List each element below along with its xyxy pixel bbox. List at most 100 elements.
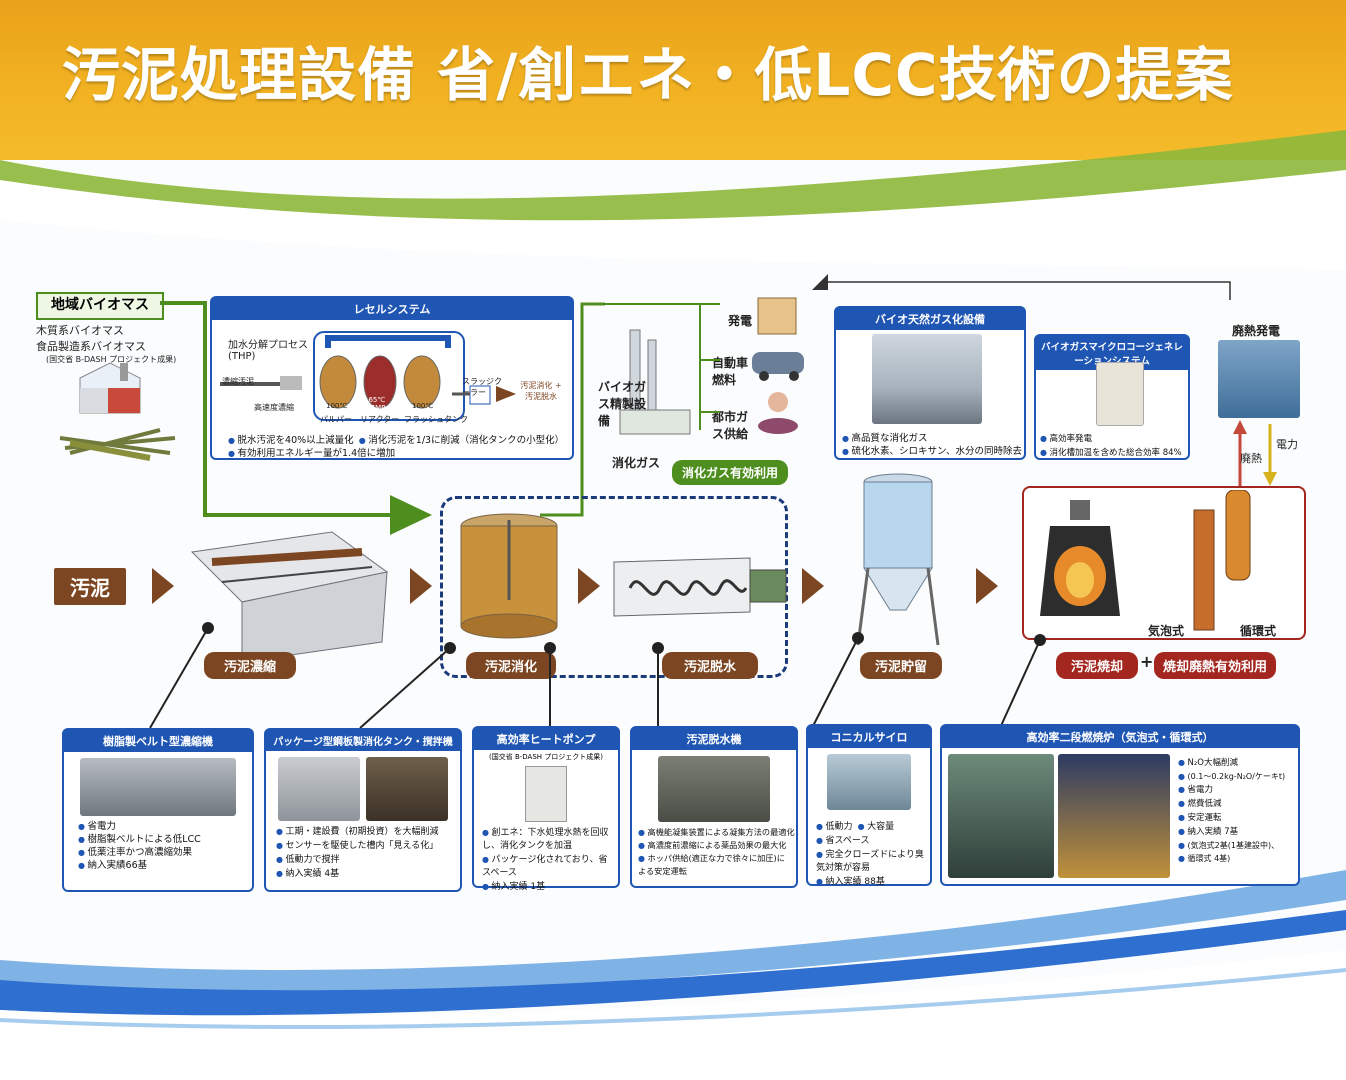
card-bullets: N₂O大幅削減 (0.1〜0.2kg-N₂O/ケーキt) 省電力 燃費低減 安定… [1178,756,1286,865]
card-bullet: 燃費低減 [1178,797,1285,811]
card-bullet: 低動力で撹拌 [276,853,460,867]
waste-heat-arrows [1233,420,1277,486]
store-tag: 汚泥貯留 [860,652,942,679]
card-heat-pump: 高効率ヒートポンプ (国交省 B-DASH プロジェクト成果) 創エネ：下水処理… [472,726,620,892]
card-bullet: 納入実績 4基 [276,867,460,881]
card-bullet: 納入実績 7基 [1178,825,1285,839]
cogen-bullet: 高効率発電 [1040,432,1182,446]
digestion-tank-illustration [460,513,558,639]
card-title: 汚泥脱水機 [632,728,796,750]
biomass-note: (国交省 B-DASH プロジェクト成果) [46,355,177,364]
card-bullet: 樹脂製ベルトによる低LCC [78,833,252,846]
bubble-label: 気泡式 [1148,624,1185,638]
card-bullet: 省スペース [816,834,930,848]
lessel-output: 汚泥消化 + 汚泥脱水 [520,381,562,401]
card-title: 高効率二段燃焼炉（気泡式・循環式） [942,726,1298,748]
card-dewater-machine: 汚泥脱水機 高機能凝集装置による凝集方法の最適化 高濃度前濃縮による薬品効果の最… [630,726,798,888]
card-bullet: 大容量 [858,820,894,834]
heat-use-tag: 焼却廃熱有効利用 [1154,652,1276,679]
card-photos [266,757,460,821]
card-photo [948,754,1054,878]
digest-gas-label: 消化ガス [612,456,661,470]
natgas-title: バイオ天然ガス化設備 [836,308,1024,330]
card-bullet: 低動力 [816,820,853,834]
card-two-stage-furnace: 高効率二段燃焼炉（気泡式・循環式） N₂O大幅削減 (0.1〜0.2kg-N₂O… [940,724,1300,886]
waste-heat-label: 廃熱 [1240,452,1262,465]
card-title: 樹脂製ベルト型濃縮機 [64,730,252,752]
lessel-bullet: 脱水汚泥を40%以上減量化 [228,434,354,447]
gas-refinery-illustration [619,329,691,435]
natgas-bullets: 高品質な消化ガス 硫化水素、シロキサン、水分の同時除去 [842,432,1022,458]
cogen-bullets: 高効率発電 消化槽加温を含めた総合効率 84% [1040,432,1182,460]
thicken-tag: 汚泥濃縮 [204,652,296,679]
card-note: (0.1〜0.2kg-N₂O/ケーキt) [1178,770,1286,783]
gas-effective-tag: 消化ガス有効利用 [672,460,788,485]
card-photo [658,756,770,822]
card-bullets: 高機能凝集装置による凝集方法の最適化 高濃度前濃縮による薬品効果の最大化 ホッパ… [632,826,796,878]
card-digest-tank: パッケージ型鋼板製消化タンク・撹拌機 工期・建設費（初期投資）を大幅削減 センサ… [264,728,462,892]
flow-arrow-icon [976,568,998,604]
temp-label: 165℃ 0.7MPa [364,396,390,412]
card-note: (気泡式2基(1基建設中)、 [1178,839,1285,852]
electricity-label: 電力 [1276,438,1298,451]
incinerate-tag: 汚泥焼却 [1056,652,1138,679]
card-photo [278,757,360,821]
card-belt-thickener: 樹脂製ベルト型濃縮機 省電力 樹脂製ベルトによる低LCC 低薬注率かつ高濃縮効果… [62,728,254,892]
power-label: 発電 [728,314,753,328]
biomass-list: 木質系バイオマス 食品製造系バイオマス (国交省 B-DASH プロジェクト成果… [36,322,176,365]
card-bullet: 省電力 [78,820,252,833]
natgas-photo [872,334,982,424]
sludge-tag: 汚泥 [54,568,126,605]
gas-use-icons [752,297,804,434]
circulating-label: 循環式 [1240,624,1277,638]
lessel-bullet: 消化汚泥を1/3に削減（消化タンクの小型化） [359,434,564,447]
biomass-item: 木質系バイオマス [36,324,124,337]
thp-label: 加水分解プロセス(THP) [228,340,308,362]
biomass-label: 地域バイオマス [36,292,164,320]
card-bullet: 低薬注率かつ高濃縮効果 [78,846,252,859]
card-photo [80,758,236,816]
flow-arrow-icon [152,568,174,604]
card-bullet: 完全クローズドにより臭気対策が容易 [816,848,924,875]
card-conical-silo: コニカルサイロ 低動力 大容量 省スペース 完全クローズドにより臭気対策が容易 … [806,724,932,889]
stage-label: 高速度濃縮 [254,403,294,412]
card-title: パッケージ型鋼板製消化タンク・撹拌機 [266,730,460,751]
card-title: 高効率ヒートポンプ [474,728,618,750]
dewatering-machine-illustration [613,557,787,617]
circulating-furnace-illustration [1193,490,1251,631]
bubble-furnace-illustration [1040,500,1120,616]
digest-tag: 汚泥消化 [466,652,556,679]
lessel-title: レセルシステム [212,298,572,320]
card-photo [827,754,911,810]
city-gas-label: 都市ガス供給 [712,410,749,441]
biomass-item: 食品製造系バイオマス [36,340,146,353]
card-photo [366,757,448,821]
card-bullets: 低動力 大容量 省スペース 完全クローズドにより臭気対策が容易 納入実績 88基 [808,814,930,889]
car-fuel-label: 自動車燃料 [712,356,749,387]
waste-heat-generator [1218,340,1300,418]
page-title: 汚泥処理設備 省/創エネ・低LCC技術の提案 [62,41,1234,109]
card-bullets: 省電力 樹脂製ベルトによる低LCC 低薬注率かつ高濃縮効果 納入実績66基 [64,820,252,872]
biomass-illustration [59,362,176,461]
card-bullet: パッケージ化されており、省スペース [482,853,610,880]
natgas-bullet: 高品質な消化ガス [842,432,1022,445]
power-line [582,303,720,430]
conical-silo-illustration [856,473,940,646]
lessel-bullets: 脱水汚泥を40%以上減量化 消化汚泥を1/3に削減（消化タンクの小型化） 有効利… [228,428,568,460]
flow-arrow-icon [802,568,824,604]
card-photo [525,766,567,822]
stage-label: パルパー [320,415,352,424]
lessel-bullet: 有効利用エネルギー量が1.4倍に増加 [228,447,568,460]
card-bullet: N₂O大幅削減 [1178,756,1285,770]
gas-refine-label: バイオガス精製設備 [598,380,647,428]
temp-label: 100℃ [412,402,434,410]
plus-label: + [1140,652,1154,671]
cogen-bullet: 消化槽加温を含めた総合効率 84% [1040,446,1182,460]
card-bullet: 安定運転 [1178,811,1285,825]
background-waves [0,130,1346,1080]
card-photo [1058,754,1170,878]
waste-heat-power-label: 廃熱発電 [1232,324,1281,338]
temp-label: 100℃ [326,402,348,410]
